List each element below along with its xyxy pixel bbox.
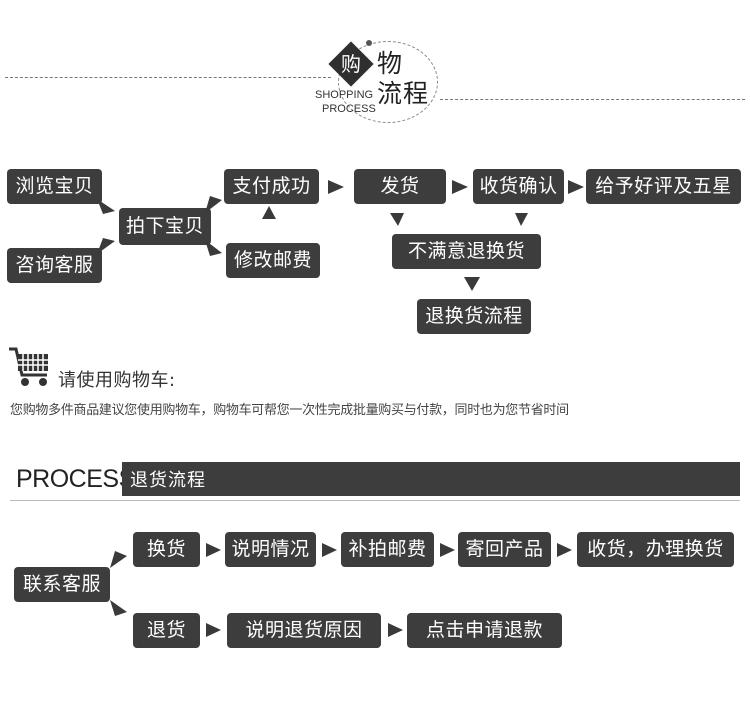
flow-return-process: 退换货流程 (417, 299, 531, 334)
header-title-line2: 流程 (377, 79, 430, 108)
arrow-ship-unsatisfied (390, 213, 404, 226)
return-refund: 退货 (133, 613, 200, 648)
arrow-consult-order (97, 238, 115, 254)
arrow-modify-pay (262, 206, 276, 219)
return-banner (122, 462, 740, 496)
arrow-confirm-rate (568, 180, 584, 194)
flow-confirm: 收货确认 (473, 169, 564, 204)
arrow-browse-order (97, 199, 115, 214)
flow-rate: 给予好评及五星 (586, 169, 741, 204)
return-exchange: 换货 (133, 532, 200, 567)
arrow-shipping-send (440, 543, 455, 557)
header-circle (338, 41, 438, 123)
header-divider-right (440, 99, 745, 100)
arrow-reason-apply (388, 623, 403, 637)
arrow-ship-confirm (452, 180, 468, 194)
process-word: PROCESS (16, 464, 135, 493)
return-explain-reason: 说明退货原因 (227, 613, 381, 648)
arrow-unsatisfied-return (464, 277, 480, 291)
arrow-contact-refund (110, 600, 127, 616)
return-divider (10, 500, 740, 501)
return-send-back: 寄回产品 (458, 532, 551, 567)
header-subtitle-line2: PROCESS (322, 103, 376, 115)
return-explain: 说明情况 (225, 532, 316, 567)
flow-order: 拍下宝贝 (119, 208, 211, 245)
return-shipping: 补拍邮费 (341, 532, 434, 567)
header-divider-left (5, 77, 331, 78)
arrow-confirm-unsatisfied (515, 213, 528, 226)
flow-consult: 咨询客服 (7, 248, 102, 283)
flow-browse: 浏览宝贝 (7, 169, 102, 204)
arrow-send-receive (557, 543, 572, 557)
return-apply-refund: 点击申请退款 (407, 613, 562, 648)
cart-note-title: 请使用购物车: (58, 370, 176, 391)
arrow-contact-exchange (110, 551, 127, 568)
return-contact: 联系客服 (14, 567, 110, 602)
cart-note-desc: 您购物多件商品建议您使用购物车，购物车可帮您一次性完成批量购买与付款，同时也为您… (10, 403, 569, 418)
return-receive: 收货，办理换货 (577, 532, 734, 567)
flow-unsatisfied: 不满意退换货 (392, 234, 541, 269)
cart-icon (9, 347, 48, 386)
arrow-explain-shipping (322, 543, 337, 557)
arrow-order-modify (205, 240, 222, 256)
header-badge-char: 购 (341, 52, 361, 76)
arrow-refund-reason (206, 623, 221, 637)
flow-pay: 支付成功 (224, 169, 319, 204)
header-dot (366, 40, 372, 46)
flow-modify-fee: 修改邮费 (226, 243, 320, 278)
arrow-pay-ship (328, 180, 344, 194)
header-title-char: 物 (377, 49, 403, 78)
header-subtitle-line1: SHOPPING (315, 89, 374, 101)
arrow-order-pay (205, 196, 222, 213)
flow-ship: 发货 (354, 169, 446, 204)
return-banner-title: 退货流程 (130, 470, 206, 491)
arrow-exchange-explain (206, 543, 221, 557)
